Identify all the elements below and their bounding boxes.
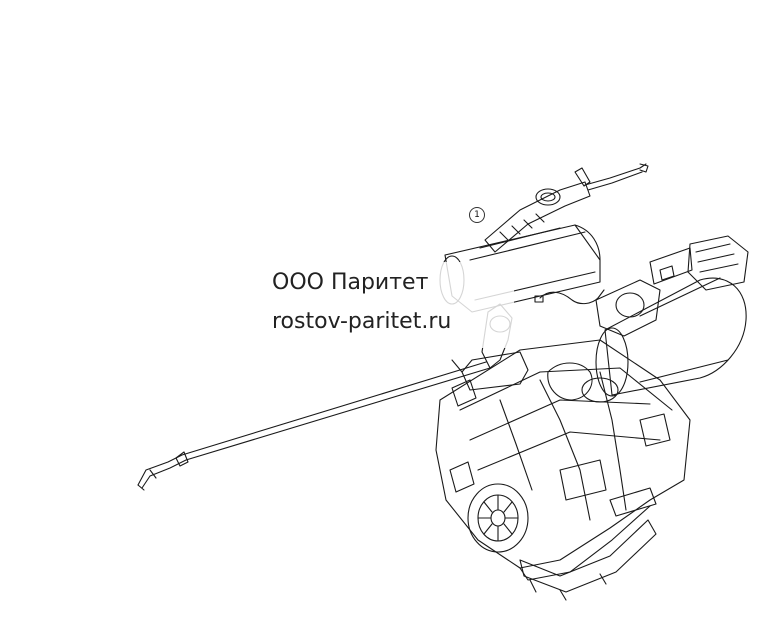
watermark-url: rostov-paritet.ru xyxy=(272,309,452,334)
front-pulley xyxy=(467,483,529,553)
watermark-company: ООО Паритет xyxy=(272,270,429,295)
callout-marker: 1 xyxy=(469,207,485,223)
right-canister xyxy=(595,277,747,397)
cable-rod xyxy=(137,361,491,491)
watermark-backdrop xyxy=(252,262,514,348)
top-pipe xyxy=(484,163,649,253)
engine-block xyxy=(435,339,691,581)
sensor-wiring xyxy=(534,289,605,305)
control-unit xyxy=(649,235,749,291)
oil-pan xyxy=(519,519,657,601)
